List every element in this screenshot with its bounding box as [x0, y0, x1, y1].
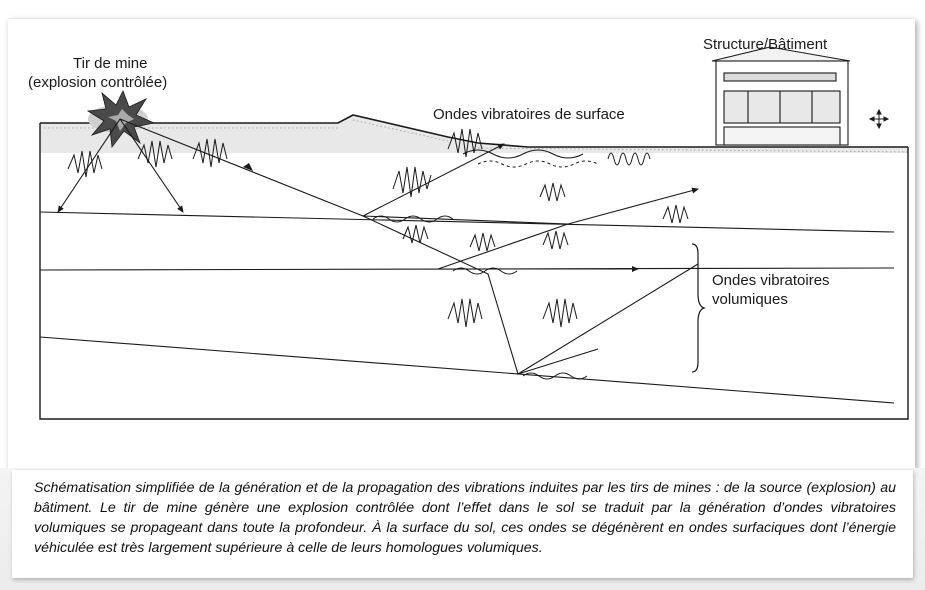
surface-waves-label: Ondes vibratoires de surface	[433, 106, 625, 123]
building-icon	[711, 46, 851, 146]
surface-wave-packets	[372, 149, 651, 380]
caption-panel: Schématisation simplifiée de la générati…	[12, 470, 913, 578]
vibration-arrows-icon	[868, 108, 890, 130]
figure-caption: Schématisation simplifiée de la générati…	[34, 480, 896, 556]
blast-label-line2: (explosion contrôlée)	[28, 74, 167, 91]
volume-waves-label-line2: volumiques	[712, 291, 788, 308]
ground-surface	[40, 115, 908, 153]
diagram-frame	[39, 123, 909, 420]
figure-panel: Tir de mine (explosion contrôlée) Struct…	[8, 18, 915, 469]
body-wave-packets	[67, 128, 689, 328]
blast-label-line1: Tir de mine	[73, 55, 147, 72]
ground-surface-line	[40, 114, 908, 148]
layer-boundary-1	[39, 211, 895, 233]
volume-waves-brace	[691, 243, 706, 373]
building-label: Structure/Bâtiment	[703, 36, 828, 53]
blasting-diagram: Tir de mine (explosion contrôlée) Struct…	[28, 36, 909, 420]
layer-boundary-3	[39, 336, 895, 404]
wave-ray-paths	[57, 118, 699, 375]
volume-waves-label-line1: Ondes vibratoires	[712, 272, 830, 289]
